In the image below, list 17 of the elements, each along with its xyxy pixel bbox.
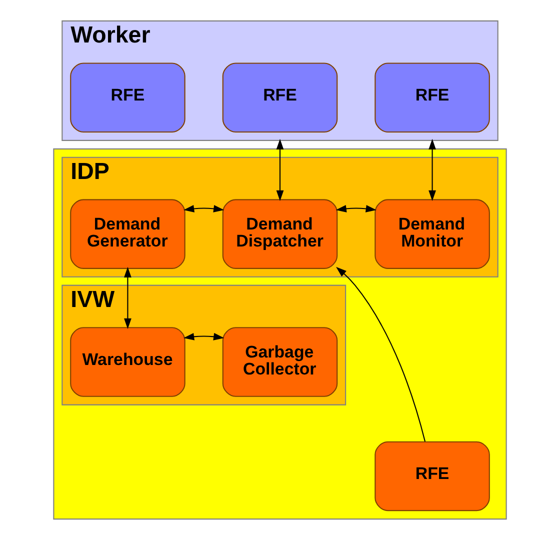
arrow [276, 138, 284, 201]
arrow [428, 138, 436, 201]
node-box: RFE [374, 62, 490, 133]
node-box: Demand Monitor [374, 199, 490, 269]
node-box: Demand Generator [70, 199, 185, 269]
arrow [336, 266, 426, 442]
node-box: RFE [70, 62, 185, 133]
cluster [52, 148, 506, 520]
node-box: Demand Dispatcher [222, 199, 338, 269]
node-box: RFE [374, 441, 490, 512]
arrow [124, 266, 131, 329]
arrow [335, 205, 376, 212]
arrow [183, 205, 224, 212]
arrow [183, 332, 224, 340]
node-box: Garbage Collector [222, 327, 338, 397]
node-box: Warehouse [70, 327, 185, 397]
node-box: RFE [222, 62, 338, 133]
